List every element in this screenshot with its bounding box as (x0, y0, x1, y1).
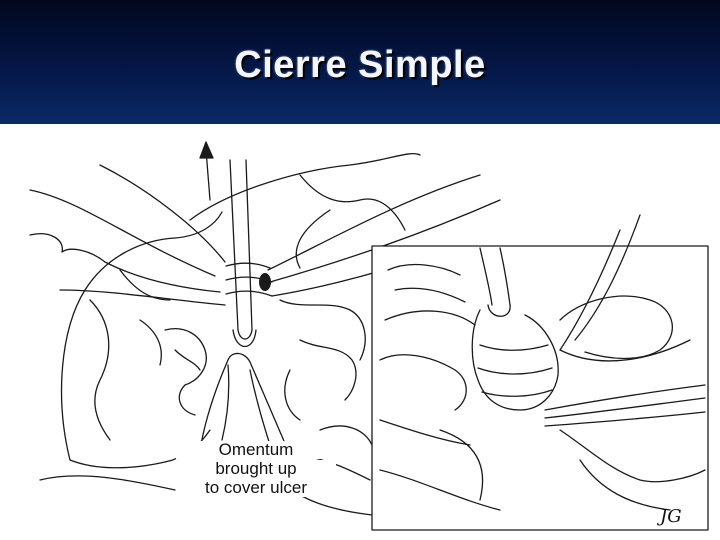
omentum-label-line-3: to cover ulcer (176, 479, 336, 497)
title-band (0, 0, 720, 124)
omentum-label-line-1: Omentum (176, 441, 336, 459)
surgical-illustration (29, 141, 709, 531)
artist-signature: JG (660, 506, 682, 527)
omentum-label-line-2: brought up (176, 460, 336, 478)
slide-title: Cierre Simple (234, 44, 486, 86)
